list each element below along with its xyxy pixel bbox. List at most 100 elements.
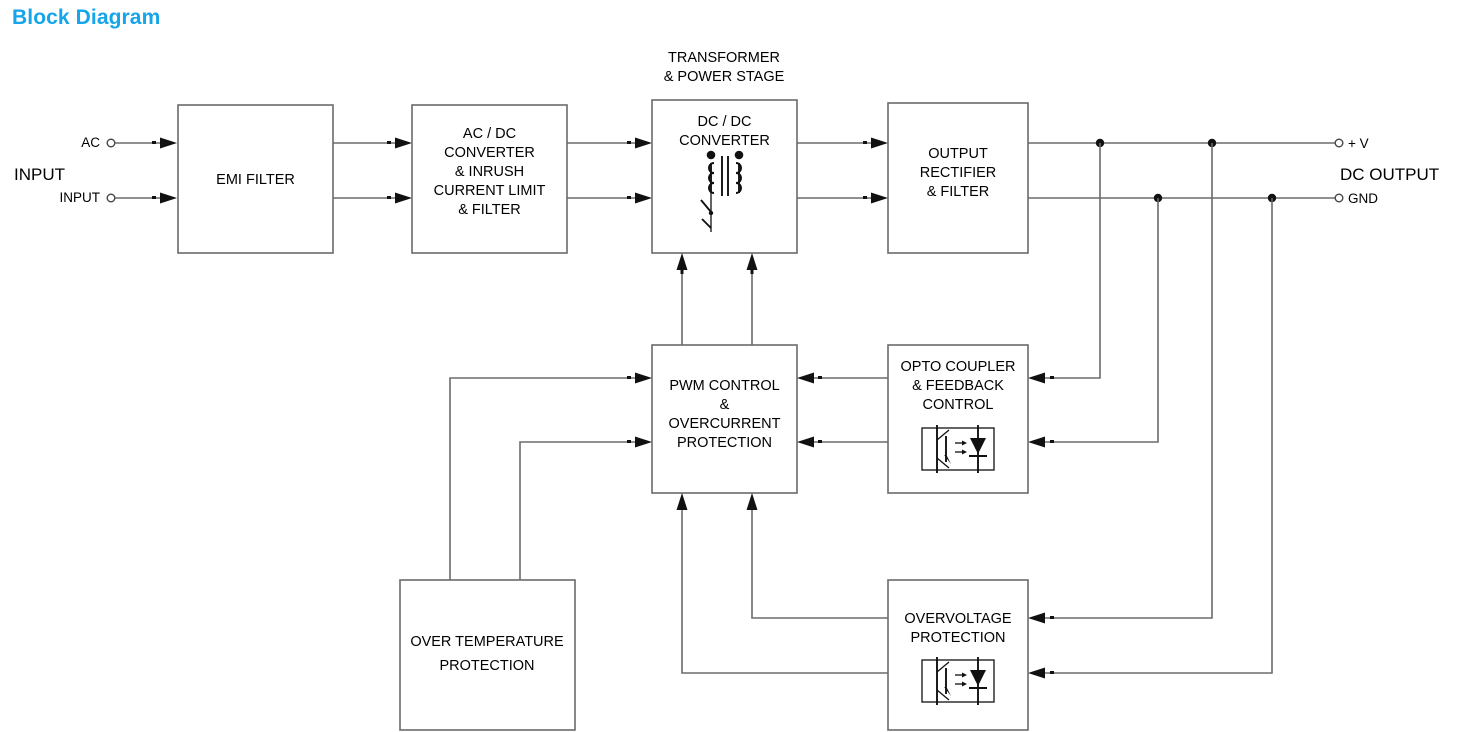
flow-tick [863,196,867,199]
input-terminal-icon [106,193,116,203]
wires-acdc-to-dcdc [567,137,652,204]
arrow-into-opto-top [1028,372,1045,384]
block-pwm-control[interactable]: PWM CONTROL & OVERCURRENT PROTECTION [651,344,798,494]
block-overvoltage[interactable]: OVERVOLTAGE PROTECTION [887,579,1029,731]
opto-coupler-box[interactable] [887,344,1029,494]
flow-tick [152,141,156,144]
arrow-into-pwm-ot-bottom [635,436,652,448]
opto-label-line-2: & FEEDBACK [912,378,1004,394]
arrow-into-dcdc-bottom [635,192,652,204]
wires-emi-to-acdc [333,137,412,204]
ac-dc-label-line-2: CONVERTER [444,145,535,161]
over-temperature-box[interactable] [399,579,576,731]
emi-filter-box[interactable] [177,104,334,254]
arrow-into-pwm-ovp-2 [676,493,688,510]
wires-ovp-to-pwm [676,493,888,674]
arrow-into-acdc-bottom [395,192,412,204]
flow-tick [818,440,822,443]
pwm-label-line-4: PROTECTION [677,435,772,451]
arrow-into-dcdc-drive-2 [746,253,758,270]
transformer-icon [700,150,744,232]
ac-dc-converter-box[interactable] [411,104,568,254]
arrow-into-pwm-ot-top [635,372,652,384]
wires-output-to-optocoupler [1028,143,1159,448]
input-terminal-label-ac: AC [81,135,100,150]
wires-output-to-overvoltage [1028,143,1273,679]
block-emi-filter[interactable]: EMI FILTER [177,104,334,254]
ac-dc-label-line-4: CURRENT LIMIT [434,183,546,199]
flow-tick [1050,671,1054,674]
arrow-into-pwm-ovp-1 [746,493,758,510]
pwm-control-box[interactable] [651,344,798,494]
wire-overtemp-pwm-top [449,377,635,580]
polarity-dot-secondary [734,150,744,160]
ac-dc-label-line-1: AC / DC [463,126,516,142]
emi-filter-label-line-1: EMI FILTER [216,172,295,188]
arrow-into-acdc-top [395,137,412,149]
flow-tick [387,196,391,199]
flow-tick [627,440,631,443]
polarity-dot-primary [706,150,716,160]
arrow-into-pwm-fb-top [797,372,814,384]
overvoltage-box[interactable] [887,579,1029,731]
gnd-terminal-icon [1334,193,1344,203]
flow-tick [627,196,631,199]
wire-gnd-to-ovp [1045,198,1273,674]
wire-ovp-pwm-1 [751,510,888,619]
output-rails: + V GND DC OUTPUT [1028,136,1439,206]
arrow-into-dcdc-drive-1 [676,253,688,270]
pwm-label-line-3: OVERCURRENT [669,416,781,432]
dc-dc-label-line-1: DC / DC [698,114,752,130]
opto-label-line-3: CONTROL [923,397,994,413]
group-label-line-1: TRANSFORMER [668,50,780,66]
wires-opto-to-pwm [797,372,888,448]
wire-gnd-to-opto [1045,198,1159,443]
wires-dcdc-to-rectifier [797,137,888,204]
output-rectifier-box[interactable] [887,102,1029,254]
flow-tick [863,141,867,144]
rectifier-label-line-3: & FILTER [927,184,990,200]
block-dc-dc-converter[interactable]: DC / DC CONVERTER [651,99,798,254]
ovp-label-line-2: PROTECTION [910,630,1005,646]
arrow-into-opto-bottom [1028,436,1045,448]
arrow-ac-into-emi [160,137,177,149]
arrow-into-ovp-bottom [1028,667,1045,679]
over-temp-label-line-2: PROTECTION [439,658,534,674]
ac-dc-label-line-5: & FILTER [458,202,521,218]
block-ac-dc-converter[interactable]: AC / DC CONVERTER & INRUSH CURRENT LIMIT… [411,104,568,254]
page-title: Block Diagram [12,6,161,29]
dc-dc-label-line-2: CONVERTER [679,133,770,149]
pwm-label-line-1: PWM CONTROL [669,378,779,394]
wires-pwm-to-dcdc [676,253,758,345]
block-over-temperature[interactable]: OVER TEMPERATURE PROTECTION [399,579,576,731]
flow-tick [680,270,684,274]
wire-ovp-pwm-2 [681,510,888,674]
rectifier-label-line-2: RECTIFIER [920,165,997,181]
flow-tick [1050,440,1054,443]
optocoupler-icon [921,425,995,473]
group-label-transformer-power-stage: TRANSFORMER & POWER STAGE [664,50,785,85]
arrow-into-pwm-fb-bottom [797,436,814,448]
wires-overtemp-to-pwm [449,372,652,580]
block-output-rectifier[interactable]: OUTPUT RECTIFIER & FILTER [887,102,1029,254]
output-terminal-label-plus-v: + V [1348,136,1369,151]
wire-plus-v-to-opto [1045,143,1101,379]
block-opto-coupler[interactable]: OPTO COUPLER & FEEDBACK CONTROL [887,344,1029,494]
pwm-label-line-2: & [720,397,730,413]
opto-label-line-1: OPTO COUPLER [901,359,1016,375]
wire-overtemp-pwm-bottom [519,441,635,580]
arrow-into-dcdc-top [635,137,652,149]
flow-tick [1050,616,1054,619]
output-terminal-label-gnd: GND [1348,191,1378,206]
rectifier-label-line-1: OUTPUT [928,146,988,162]
arrow-into-rectifier-top [871,137,888,149]
input-terminal-label-input: INPUT [60,190,101,205]
dc-dc-converter-box[interactable] [651,99,798,254]
output-heading: DC OUTPUT [1340,165,1439,184]
optocoupler-icon [921,657,995,705]
input-section: INPUT AC INPUT [14,135,177,205]
arrow-into-rectifier-bottom [871,192,888,204]
over-temp-label-line-1: OVER TEMPERATURE [410,634,564,650]
